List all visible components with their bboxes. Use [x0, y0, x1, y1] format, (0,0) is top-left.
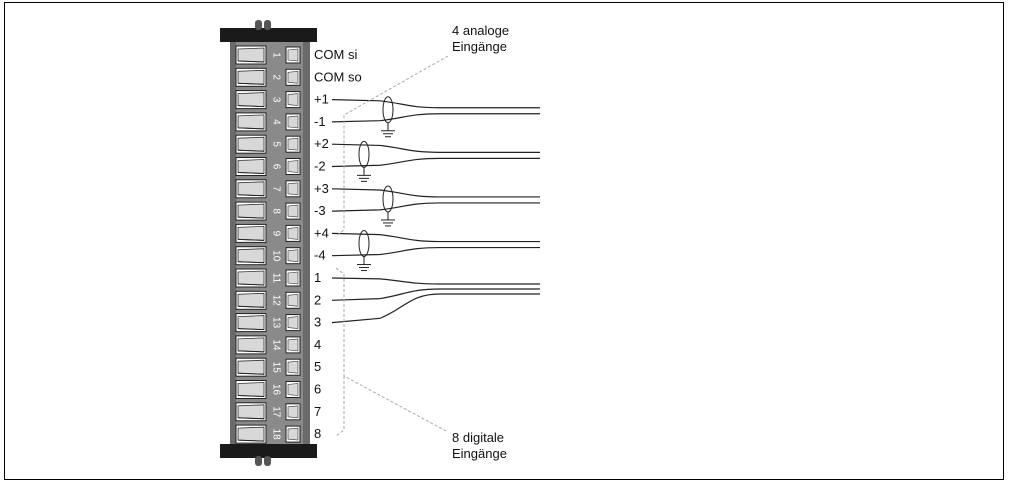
terminal-slot: 4 [235, 112, 301, 132]
terminal-slot: 3 [235, 90, 301, 110]
pin-number: 15 [271, 362, 282, 374]
terminal-label: +4 [314, 225, 329, 240]
pin-number: 3 [271, 97, 282, 103]
pin-number: 13 [271, 317, 282, 329]
analog-pair [331, 185, 540, 227]
terminal-label: -1 [314, 114, 326, 129]
terminal-label: 6 [314, 382, 321, 397]
analog-pair [331, 140, 540, 182]
top-cap [220, 20, 317, 42]
pin-number: 17 [271, 406, 282, 418]
shield-ground-icon [357, 140, 371, 182]
bottom-cap [220, 444, 317, 466]
terminal-label: +3 [314, 181, 329, 196]
pin-number: 5 [271, 141, 282, 147]
analog-callout-line1: 4 analoge [452, 23, 509, 38]
wire [331, 157, 540, 168]
wire [331, 188, 540, 198]
analog-pair [331, 96, 540, 138]
terminal-slot: 5 [235, 134, 301, 154]
terminal-slot: 15 [235, 357, 301, 377]
digital-callout-line2: Eingänge [452, 446, 507, 461]
terminal-slot: 7 [235, 179, 301, 199]
terminal-label: 5 [314, 359, 321, 374]
digital-wires [331, 277, 540, 324]
digital-callout-line1: 8 digitale [452, 430, 504, 445]
terminal-slot: 2 [235, 67, 301, 87]
terminal-slot: 16 [235, 380, 301, 399]
wire [331, 277, 540, 285]
pin-number: 2 [271, 75, 282, 81]
terminal-label: 2 [314, 292, 321, 307]
wire [331, 232, 540, 243]
pin-number: 10 [271, 250, 282, 262]
terminal-label: 4 [314, 337, 321, 352]
pin-number: 14 [271, 339, 282, 351]
analog-inputs-callout: 4 analoge Eingänge [335, 23, 509, 237]
shield-ground-icon [381, 96, 395, 138]
wire [331, 288, 540, 301]
terminal-label: -2 [314, 159, 326, 174]
terminal-label: +2 [314, 136, 329, 151]
pin-number: 8 [271, 208, 282, 214]
terminal-label: 3 [314, 315, 321, 330]
terminal-slot: 12 [235, 290, 301, 310]
wire [331, 113, 540, 123]
terminal-slot: 9 [235, 223, 301, 243]
digital-inputs-callout: 8 digitale Eingänge [335, 267, 507, 461]
pin-number: 1 [271, 52, 282, 58]
pin-number: 12 [271, 295, 282, 307]
terminal-label: -3 [314, 203, 326, 218]
wire [331, 99, 540, 109]
terminal-label: 8 [314, 426, 321, 441]
terminal-label: 7 [314, 404, 321, 419]
pin-number: 11 [271, 273, 282, 284]
wire [331, 202, 540, 212]
terminal-label: +1 [314, 92, 329, 107]
wire [331, 246, 540, 257]
pin-number: 7 [271, 186, 282, 192]
terminal-slot: 10 [235, 246, 301, 266]
terminal-slot: 6 [235, 157, 301, 176]
analog-pair [331, 230, 540, 272]
terminal-slot: 8 [235, 201, 301, 221]
pin-number: 18 [271, 429, 282, 441]
wire [331, 293, 540, 324]
pin-number: 16 [271, 384, 282, 396]
terminal-slot: 1 [235, 45, 301, 65]
terminal-slot: 13 [235, 313, 301, 333]
terminal-slot: 14 [235, 335, 301, 355]
analog-callout-line2: Eingänge [452, 39, 507, 54]
terminal-slot: 18 [235, 424, 301, 444]
terminal-label: COM so [314, 69, 362, 84]
terminal-label: 1 [314, 270, 321, 285]
pin-number: 6 [271, 164, 282, 170]
terminal-label: -4 [314, 248, 326, 263]
shield-ground-icon [381, 185, 395, 227]
pin-number: 4 [271, 119, 282, 125]
wire [331, 143, 540, 153]
terminal-label: COM si [314, 47, 357, 62]
shield-ground-icon [357, 230, 371, 272]
terminal-slot: 11 [235, 268, 301, 288]
diagram-frame [4, 2, 1004, 480]
terminal-slot: 17 [235, 402, 301, 422]
pin-number: 9 [271, 231, 282, 237]
